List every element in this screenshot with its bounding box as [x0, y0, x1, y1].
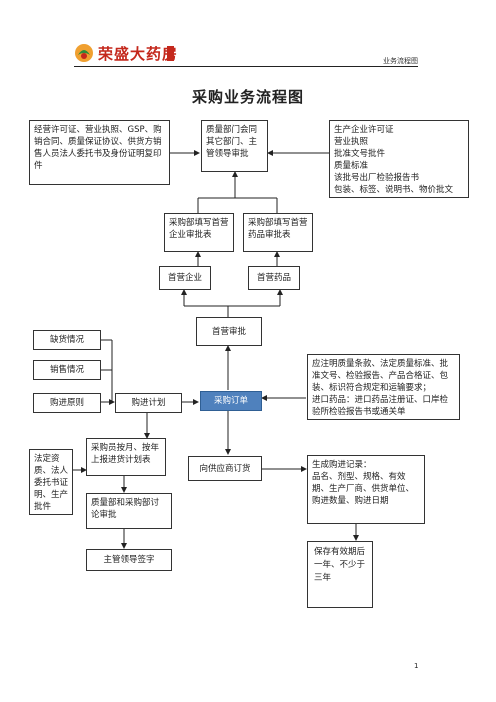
- page-number: 1: [414, 662, 419, 670]
- license-docs-box: 经营许可证、营业执照、GSP、购销合同、质量保证协议、供货方销售人员法人委托书及…: [29, 120, 170, 185]
- producer-docs-box: 生产企业许可证 营业执照 批准文号批件 质量标准 该批号出厂检验报告书 包装、标…: [329, 120, 469, 198]
- shortage-box: 缺货情况: [33, 330, 101, 350]
- header-divider: [74, 66, 418, 67]
- brand-name: 荣盛大药房: [98, 45, 179, 63]
- brand-logo-icon: [74, 43, 94, 63]
- first-approval-box: 首营审批: [196, 317, 262, 346]
- first-enterprise-form-box: 采购部填写首营企业审批表: [164, 213, 234, 252]
- sales-box: 销售情况: [33, 360, 101, 380]
- purchase-records-box: 生成购进记录： 品名、剂型、规格、有效期、生产厂商、供货单位、购进数量、购进日期: [307, 455, 425, 524]
- contract-terms-box: 应注明质量条款、法定质量标准、批准文号、检验报告、产品合格证、包装、标识符合规定…: [307, 354, 460, 420]
- retention-box: 保存有效期后一年、不少于三年: [307, 541, 373, 608]
- purchase-plan-box: 购进计划: [115, 393, 182, 413]
- quality-dept-box: 质量部门会同其它部门、主管领导审批: [201, 120, 268, 172]
- first-drug-box: 首营药品: [248, 266, 300, 290]
- joint-review-box: 质量部和采购部讨论审批: [86, 493, 172, 529]
- legal-docs-box: 法定资质、法人委托书证明、生产批件: [29, 449, 73, 515]
- page-title: 采购业务流程图: [191, 88, 304, 106]
- first-enterprise-box: 首营企业: [159, 266, 211, 290]
- purchase-order-box: 采购订单: [200, 391, 262, 411]
- purchase-principle-box: 购进原则: [33, 393, 101, 413]
- order-supplier-box: 向供应商订货: [188, 456, 262, 481]
- brand-tag: [167, 46, 174, 61]
- leader-sign-box: 主管领导签字: [86, 549, 172, 571]
- doc-label: 业务流程图: [383, 57, 418, 65]
- first-drug-form-box: 采购部填写首营药品审批表: [243, 213, 313, 252]
- monthly-plan-box: 采购员按月、按年上报进货计划表: [86, 438, 166, 476]
